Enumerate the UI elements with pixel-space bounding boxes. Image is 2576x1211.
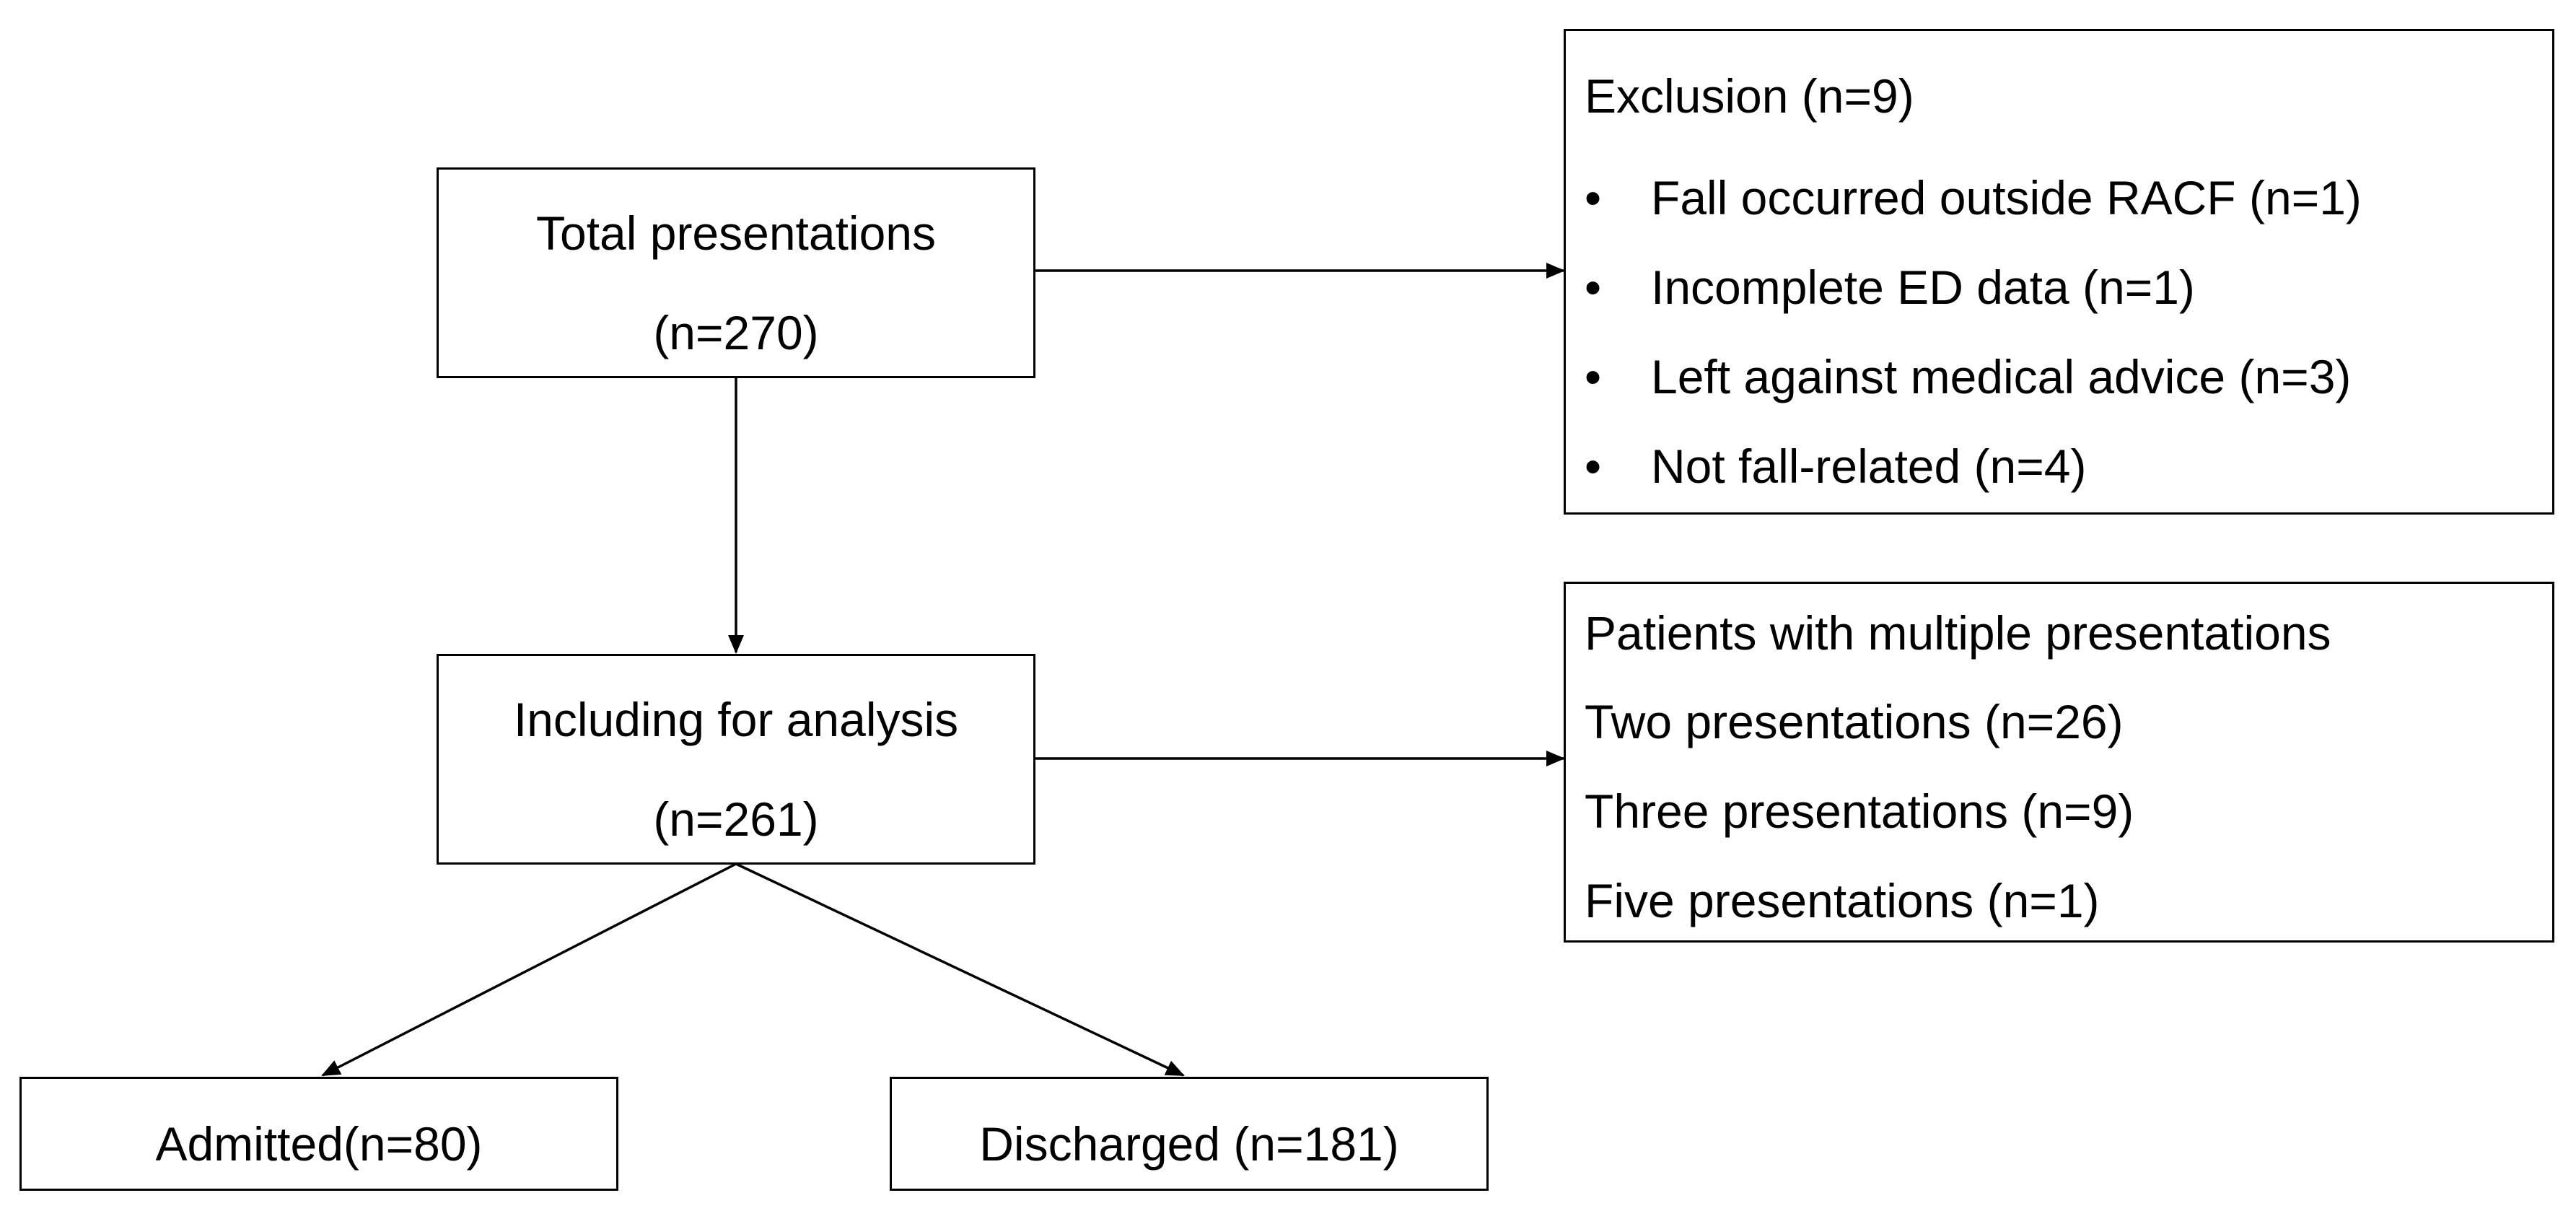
total-presentations-label: Total presentations (535, 206, 936, 260)
admitted-label: Admitted(n=80) (155, 1117, 483, 1171)
exclusion-title: Exclusion (n=9) (1585, 69, 1914, 123)
included-analysis-label: Including for analysis (513, 693, 959, 746)
included-analysis-count: (n=261) (653, 792, 819, 846)
exclusion-item-label: Left against medical advice (n=3) (1651, 350, 2352, 403)
arrow-included-to-discharged (735, 862, 1185, 1077)
bullet-icon: • (1585, 171, 1602, 224)
included-analysis-box: Including for analysis (n=261) (437, 654, 1035, 865)
exclusion-item: • Fall occurred outside RACF (n=1) (1585, 174, 2362, 222)
multiple-presentations-item: Two presentations (n=26) (1585, 695, 2124, 748)
exclusion-item: • Left against medical advice (n=3) (1585, 353, 2351, 401)
multiple-presentations-box: Patients with multiple presentations Two… (1564, 582, 2554, 943)
admitted-box: Admitted(n=80) (19, 1077, 618, 1191)
exclusion-item-label: Not fall-related (n=4) (1651, 440, 2087, 493)
exclusion-item: • Incomplete ED data (n=1) (1585, 263, 2195, 311)
exclusion-item-label: Fall occurred outside RACF (n=1) (1651, 171, 2362, 224)
multiple-presentations-item: Five presentations (n=1) (1585, 874, 2100, 927)
multiple-presentations-item: Three presentations (n=9) (1585, 784, 2134, 838)
multiple-presentations-title: Patients with multiple presentations (1585, 606, 2331, 660)
exclusion-item: • Not fall-related (n=4) (1585, 442, 2086, 490)
bullet-icon: • (1585, 350, 1602, 403)
exclusion-box: Exclusion (n=9) • Fall occurred outside R… (1564, 29, 2554, 515)
exclusion-item-label: Incomplete ED data (n=1) (1651, 261, 2195, 314)
total-presentations-count: (n=270) (653, 306, 819, 359)
arrow-included-to-admitted (321, 862, 737, 1077)
bullet-icon: • (1585, 440, 1602, 493)
discharged-label: Discharged (n=181) (979, 1117, 1399, 1171)
total-presentations-box: Total presentations (n=270) (437, 167, 1035, 378)
bullet-icon: • (1585, 261, 1602, 314)
discharged-box: Discharged (n=181) (890, 1077, 1489, 1191)
